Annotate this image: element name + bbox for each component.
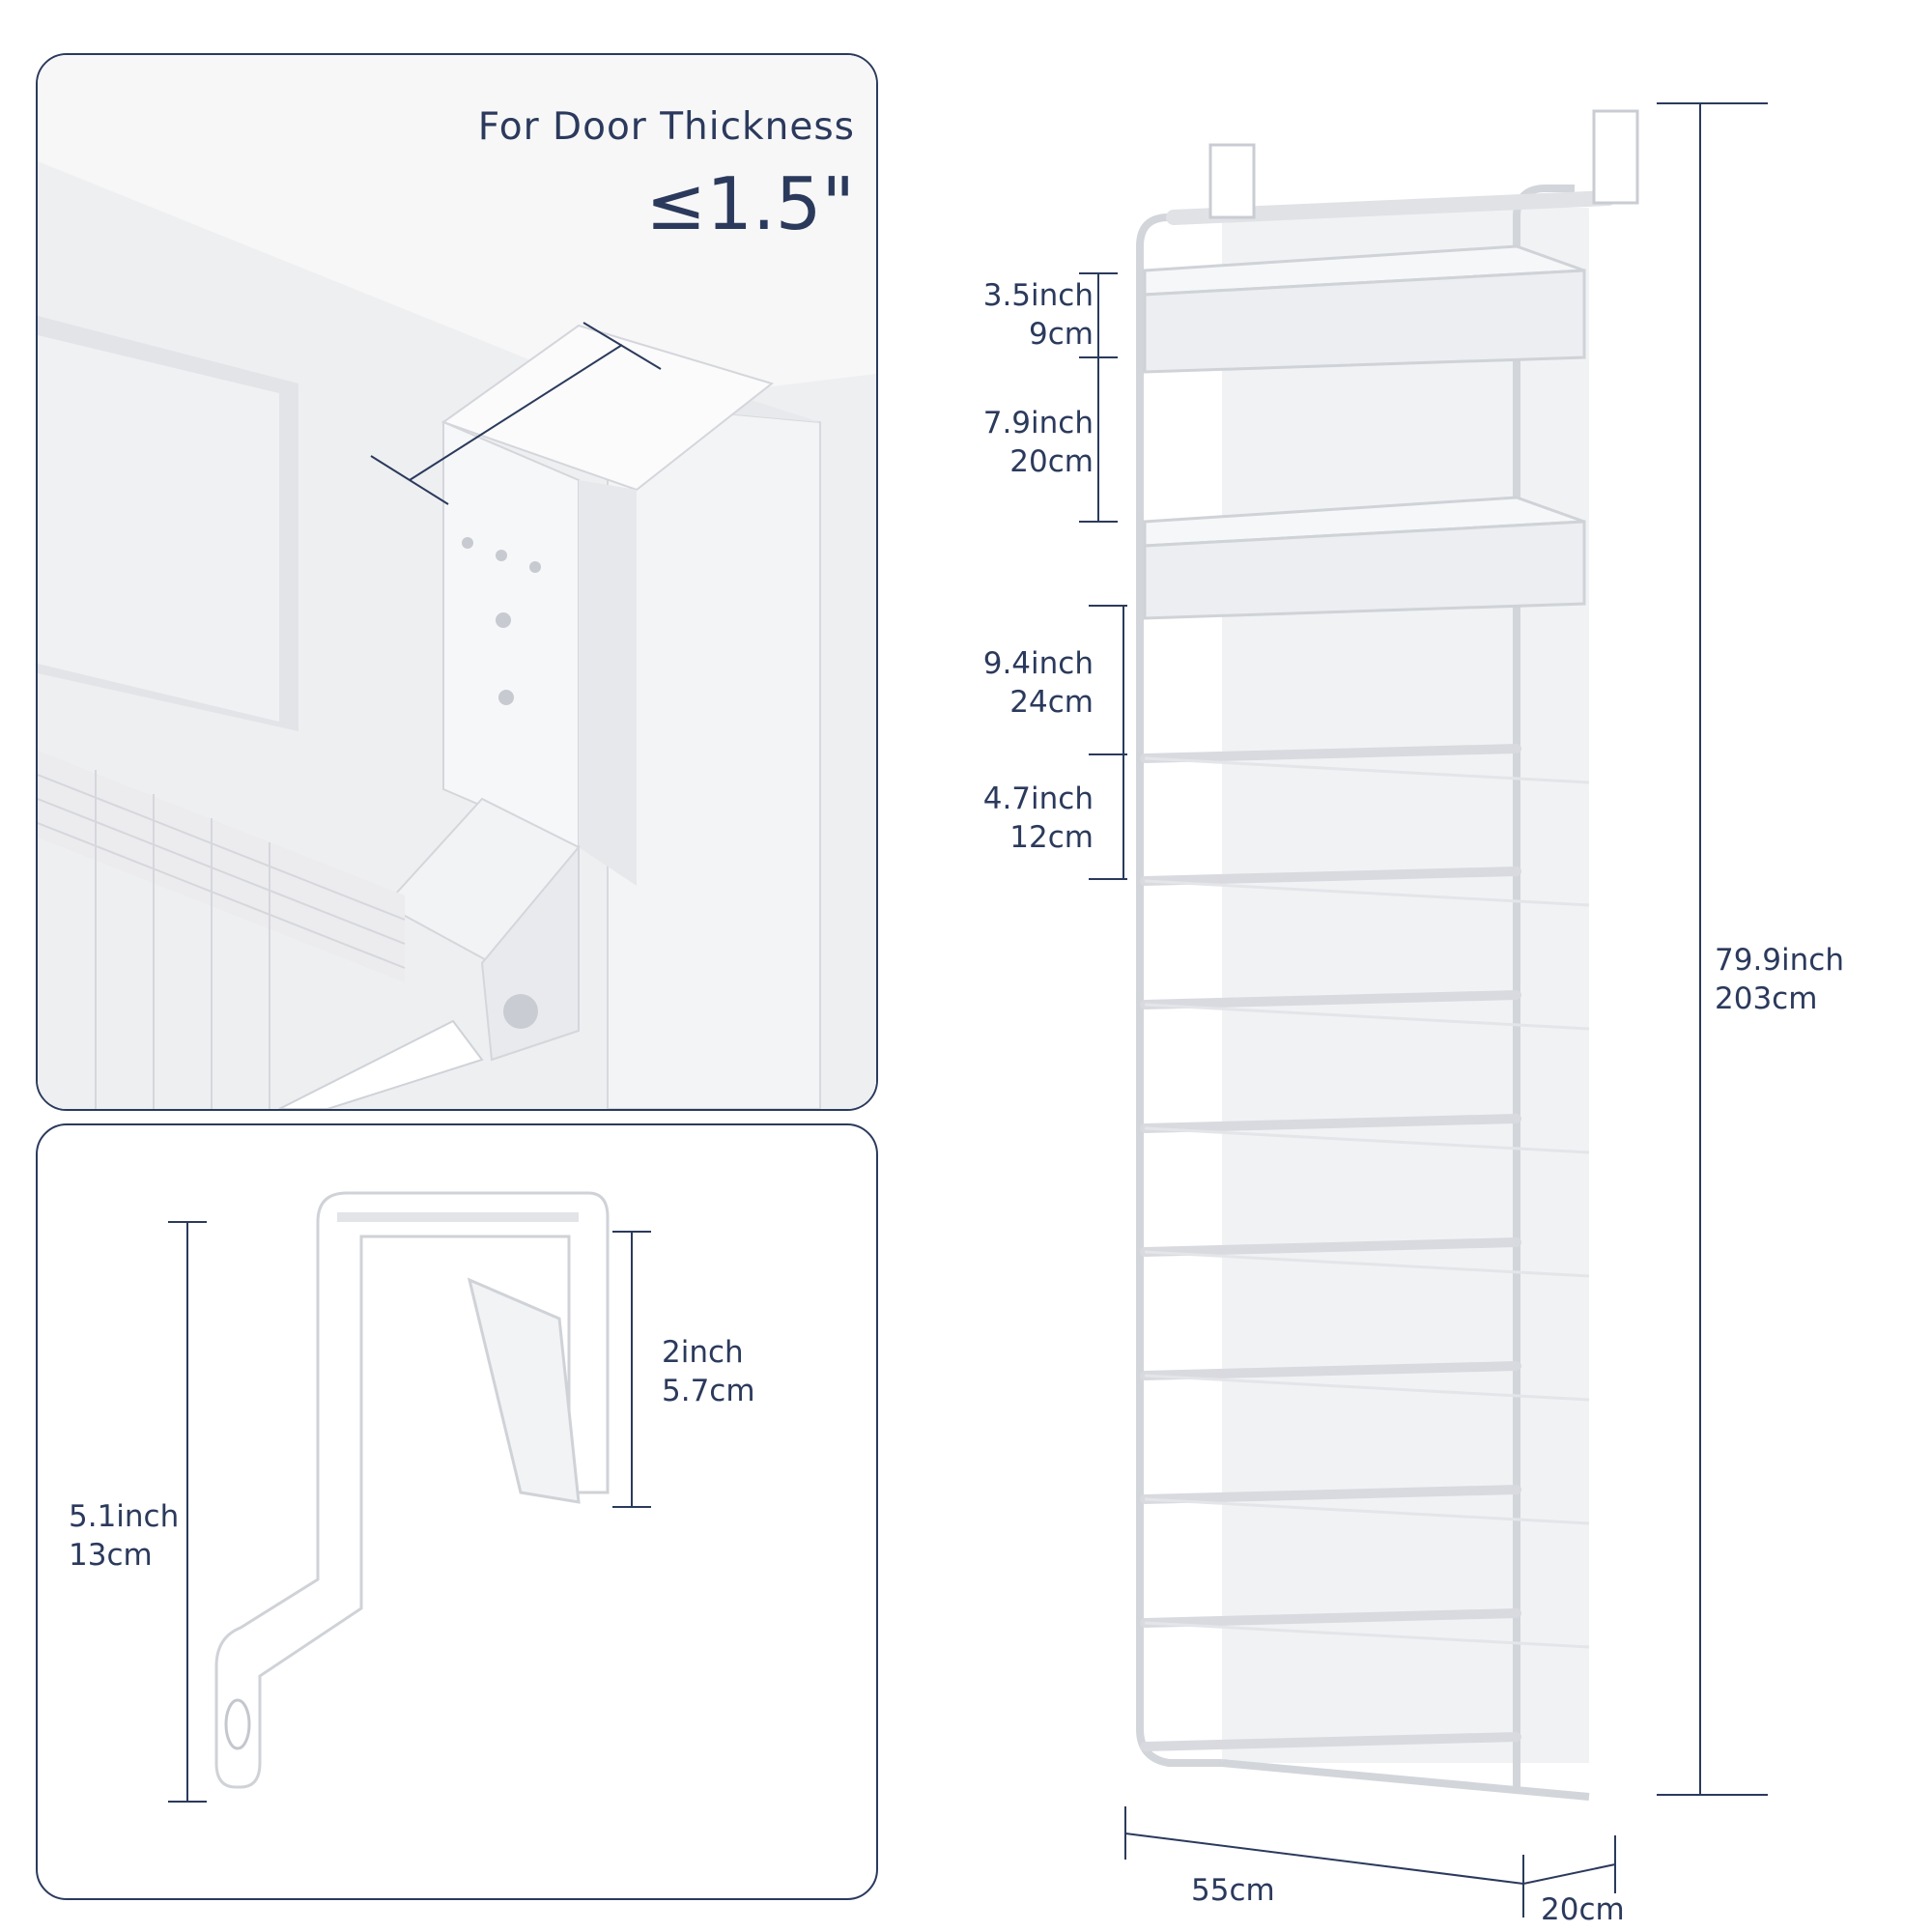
- door-thickness-panel: For Door Thickness ≤1.5": [36, 53, 878, 1111]
- hook-inner-inch: 2inch: [662, 1335, 744, 1370]
- gap1-cm: 9cm: [1029, 317, 1094, 352]
- rack-height-inch: 79.9inch: [1715, 943, 1844, 978]
- gap4-inch: 4.7inch: [982, 781, 1094, 816]
- hook-inner-cm: 5.7cm: [662, 1374, 755, 1408]
- door-thickness-value: ≤1.5": [645, 161, 855, 246]
- gap2-cm: 20cm: [1009, 444, 1094, 479]
- hook-height-cm: 13cm: [69, 1538, 153, 1573]
- gap3-cm: 24cm: [1009, 685, 1094, 720]
- rack-height-cm: 203cm: [1715, 981, 1818, 1016]
- door-thickness-title: For Door Thickness: [477, 105, 855, 149]
- rack-width-label: 55cm: [1191, 1873, 1275, 1908]
- gap3-inch: 9.4inch: [982, 646, 1094, 681]
- door-hook-closeup-illustration: [38, 55, 876, 1109]
- gap1-inch: 3.5inch: [982, 278, 1094, 313]
- gap2-inch: 7.9inch: [982, 406, 1094, 440]
- hook-height-inch: 5.1inch: [69, 1499, 180, 1534]
- gap4-cm: 12cm: [1009, 820, 1094, 855]
- hook-dimensions-panel: 5.1inch 13cm 2inch 5.7cm: [36, 1123, 878, 1900]
- rack-depth-label: 20cm: [1541, 1892, 1625, 1927]
- hook-illustration: [168, 1191, 651, 1803]
